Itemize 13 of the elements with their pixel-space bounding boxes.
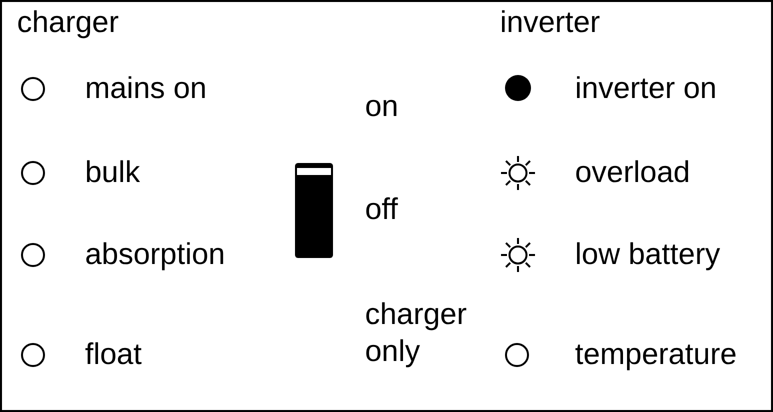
switch-position-label: off [365,192,398,228]
indicator-label: absorption [85,237,226,273]
section-heading: charger [17,5,119,41]
switch-position-label: on [365,89,398,125]
indicator-label: inverter on [575,71,717,107]
section-heading: inverter [500,5,600,41]
indicator-label: bulk [85,155,140,191]
switch-position-label: charger only [365,297,468,370]
indicator-label: mains on [85,71,207,107]
indicator-label: overload [575,155,690,191]
indicator-label: float [85,337,142,373]
indicator-label: low battery [575,237,720,273]
indicator-label: temperature [575,337,737,373]
